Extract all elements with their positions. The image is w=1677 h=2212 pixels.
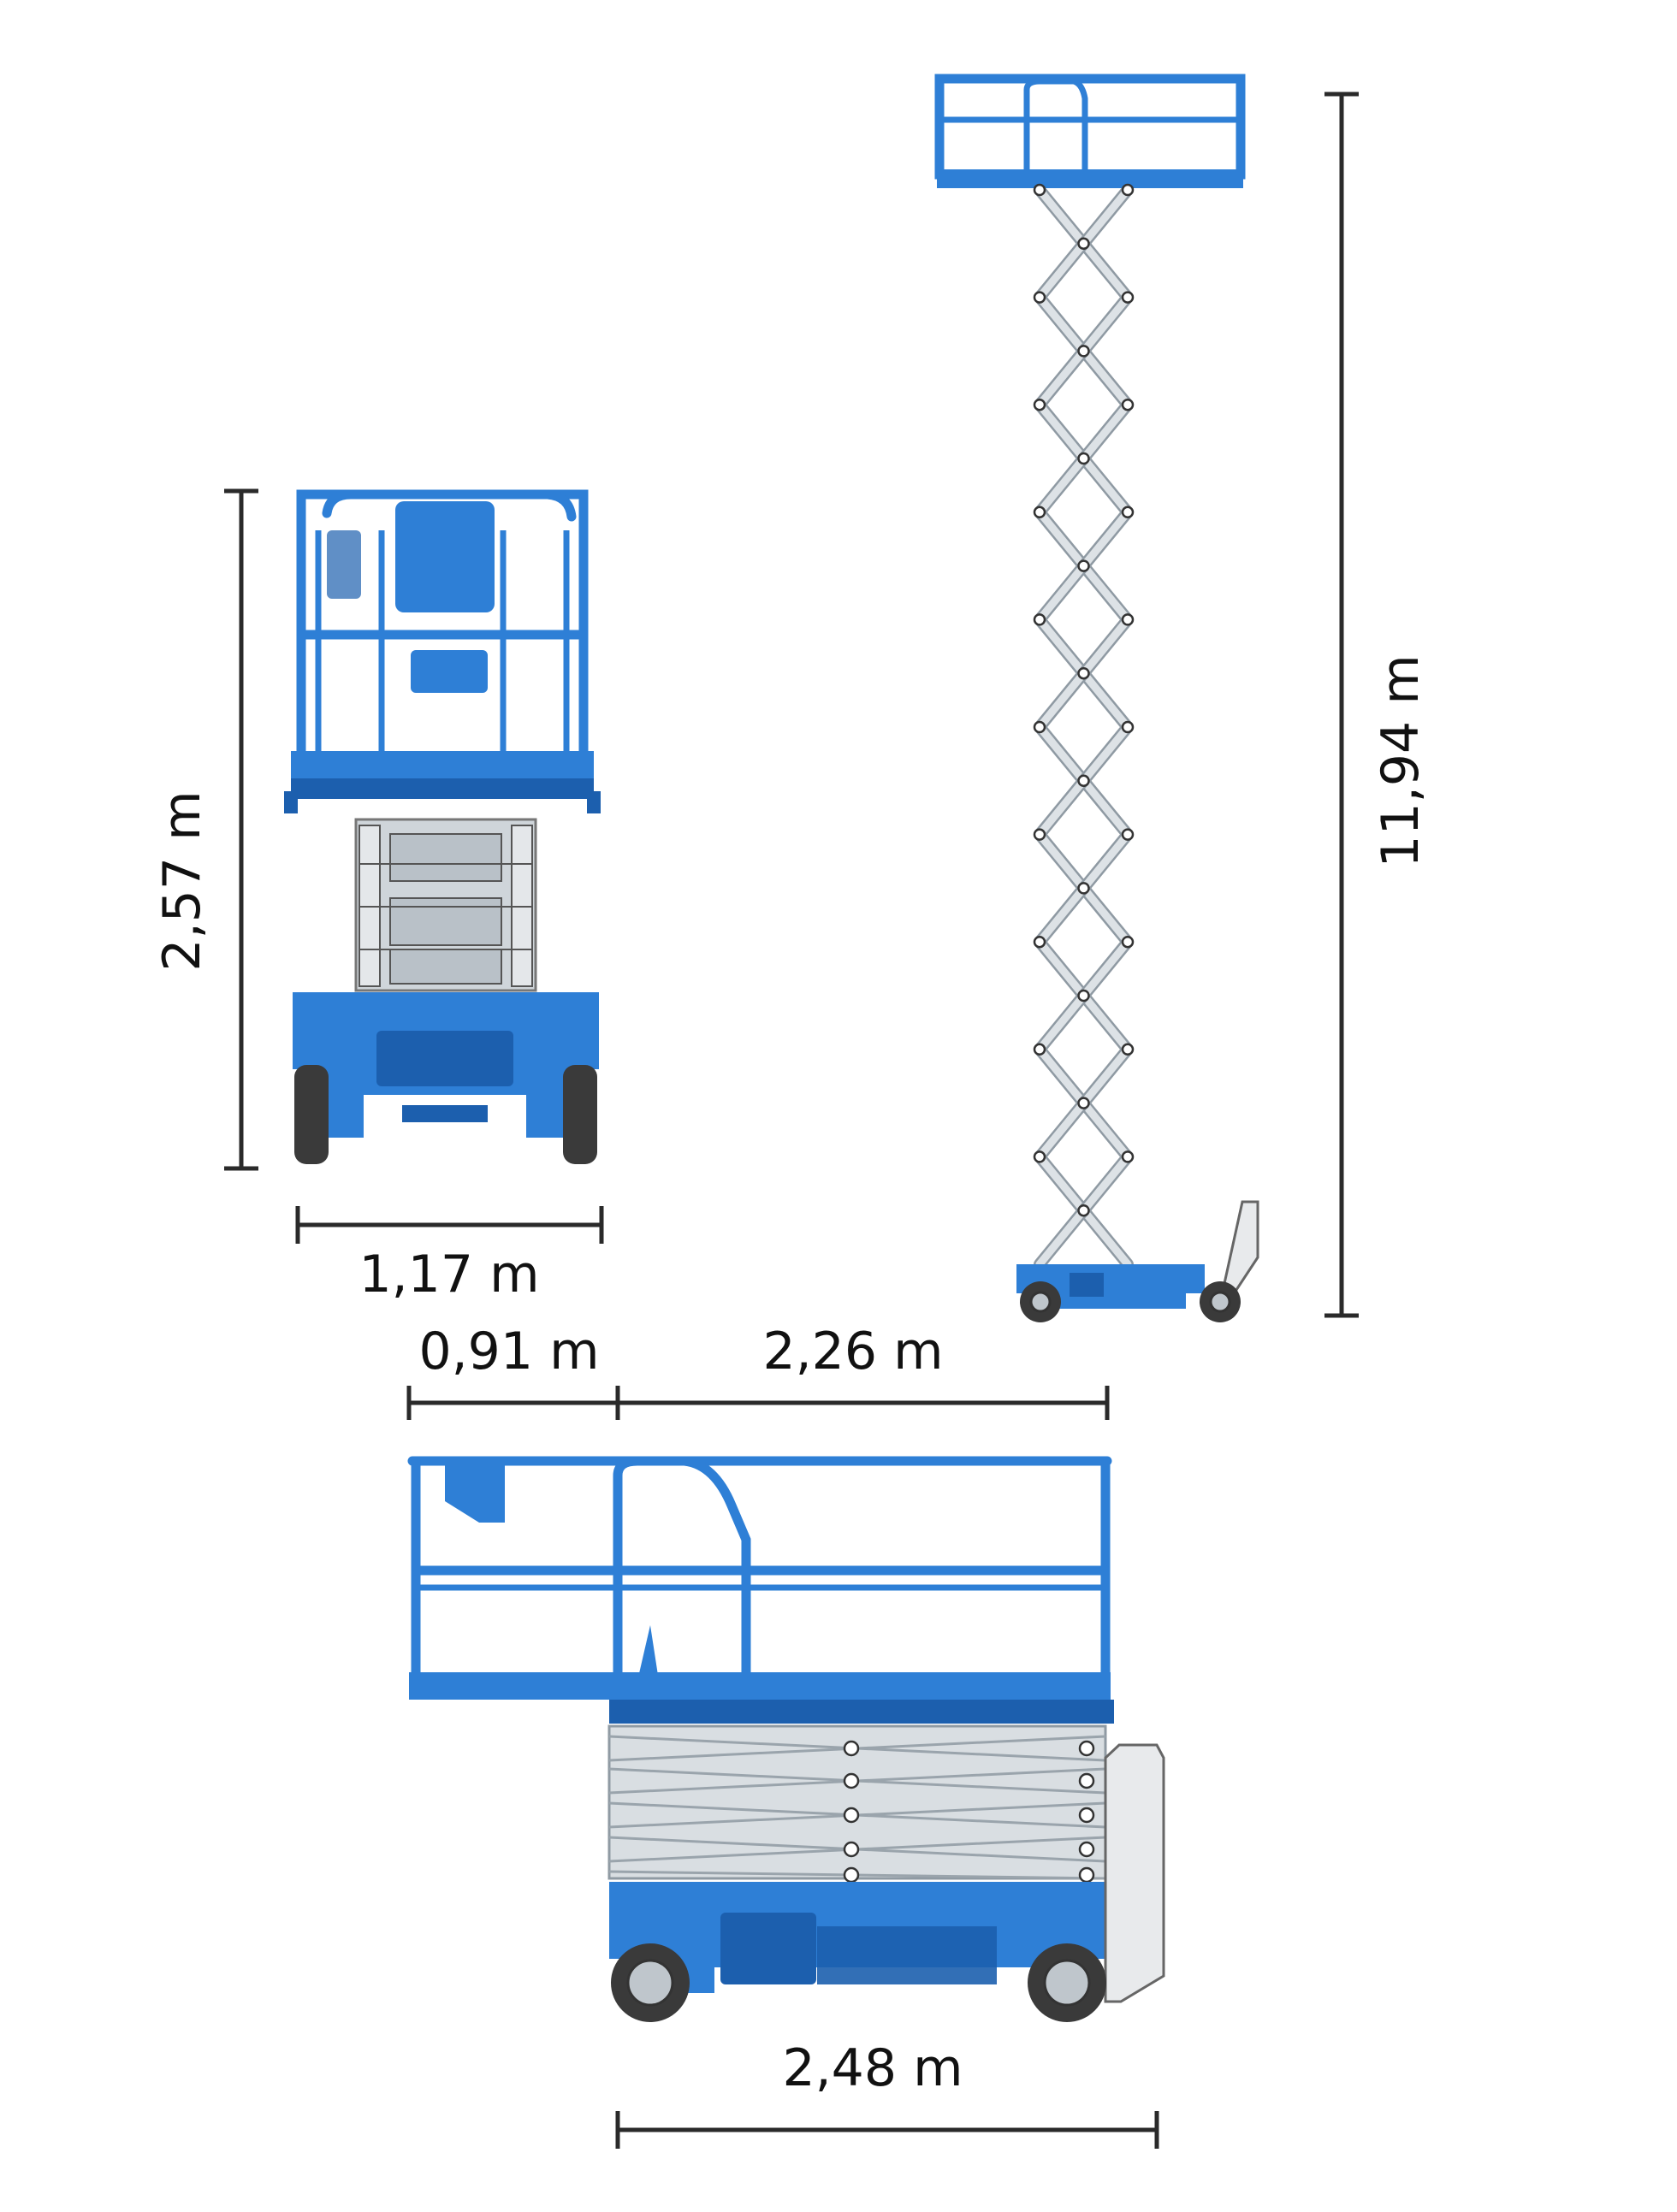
front-width-label: 1,17 m [359, 1245, 539, 1304]
platform-extension-dimension: 0,91 m [406, 1322, 620, 1420]
scissor-pin [843, 1740, 860, 1757]
scissor-pin [1121, 720, 1135, 734]
scissor-pin [1121, 506, 1135, 519]
scissor-pin [1033, 1150, 1046, 1163]
scissor-pin [1121, 1043, 1135, 1056]
scissor-pin [1078, 1740, 1095, 1757]
front-height-label: 2,57 m [152, 790, 212, 971]
extended-height-label: 11,94 m [1371, 654, 1431, 867]
scissor-pin [1033, 183, 1046, 197]
scissor-pin [1121, 1150, 1135, 1163]
scissor-pin [1121, 291, 1135, 304]
scissor-pin [1077, 452, 1090, 465]
overall-length-label: 2,48 m [782, 2038, 963, 2098]
side-view-machine [407, 1456, 1165, 2022]
scissor-pin [1077, 774, 1090, 788]
scissor-pin [1078, 1807, 1095, 1824]
scissor-pin [1033, 1043, 1046, 1056]
platform-extension-label: 0,91 m [418, 1322, 599, 1381]
scissor-pin [1033, 935, 1046, 949]
scissor-pin [843, 1772, 860, 1789]
scissor-pin [1078, 1841, 1095, 1858]
platform-length-label: 2,26 m [762, 1322, 943, 1381]
overall-length-dimension: 2,48 m [615, 2038, 1159, 2149]
scissor-pin [1077, 559, 1090, 572]
scissor-pin [1077, 1097, 1090, 1109]
scissor-pin [1121, 828, 1135, 841]
scissor-pin [1033, 398, 1046, 411]
extended-view-machine [934, 74, 1259, 1322]
scissor-pin [1033, 291, 1046, 304]
scissor-pin [1033, 613, 1046, 626]
scissor-pin [1077, 345, 1090, 358]
scissor-pin [1121, 935, 1135, 949]
scissor-pin [843, 1807, 860, 1824]
scissor-pin [843, 1841, 860, 1858]
scissor-pin [1121, 183, 1135, 197]
platform-length-dimension: 2,26 m [618, 1322, 1110, 1420]
front-height-dimension: 2,57 m [152, 488, 258, 1171]
scissor-pin [1077, 989, 1090, 1002]
scissor-pin [1078, 1772, 1095, 1789]
scissor-pin [1078, 1866, 1095, 1884]
scissor-pin [1077, 882, 1090, 895]
extended-height-dimension: 11,94 m [1324, 92, 1431, 1318]
scissor-pin [1121, 613, 1135, 626]
front-view-machine [284, 489, 601, 1164]
scissor-pin [1077, 237, 1090, 251]
front-width-dimension: 1,17 m [295, 1206, 604, 1304]
scissor-pin [1121, 398, 1135, 411]
scissor-pin [1077, 1204, 1090, 1217]
scissor-pin [1033, 828, 1046, 841]
scissor-pin [1033, 506, 1046, 519]
scissor-pin [843, 1866, 860, 1884]
scissor-pin [1033, 720, 1046, 734]
scissor-pin [1077, 666, 1090, 680]
